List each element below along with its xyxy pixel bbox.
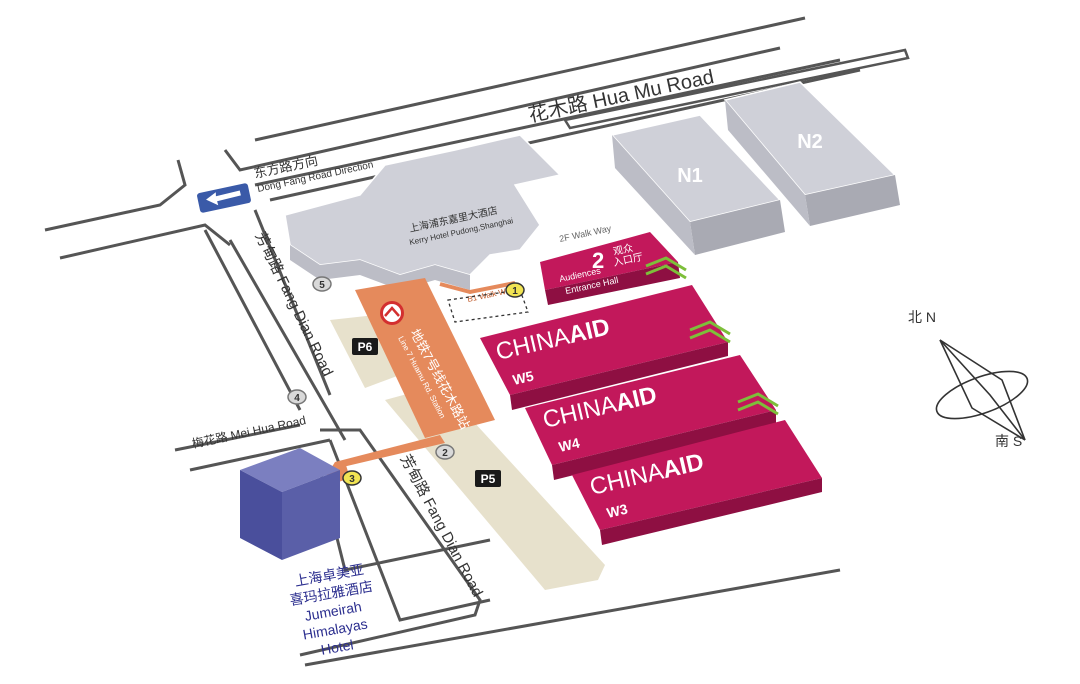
kerry-hotel-building [284, 134, 562, 290]
compass-icon [935, 339, 1029, 441]
building-n2-label: N2 [797, 131, 823, 153]
svg-text:2: 2 [442, 448, 448, 459]
exit-marker-3: 3 [342, 470, 362, 486]
building-n2: N2 [723, 81, 900, 226]
exit-marker-2: 2 [435, 444, 455, 460]
metro-logo-icon [380, 301, 404, 325]
exit-marker-5: 5 [312, 276, 332, 292]
hall-w3: CHINAAID W3 [572, 420, 822, 545]
direction-arrow-icon [197, 183, 251, 213]
building-n1-label: N1 [677, 165, 703, 187]
compass-north-label: 北 N [908, 309, 936, 325]
road-label-mei-hua: 梅花路 Mei Hua Road [191, 412, 308, 451]
svg-text:Hotel: Hotel [320, 636, 355, 657]
hall-w5: CHINAAID W5 [480, 285, 728, 410]
svg-text:5: 5 [319, 280, 325, 291]
compass-south-label: 南 S [995, 433, 1022, 449]
hall-w3-id: W3 [605, 501, 629, 521]
entrance-cn-line1: 观众 [612, 242, 634, 258]
svg-text:1: 1 [512, 286, 518, 297]
svg-text:4: 4 [294, 393, 300, 404]
jumeirah-hotel-building [240, 448, 340, 560]
hall-w4: CHINAAID W4 [525, 355, 776, 480]
parking-badge-p5: P5 [475, 470, 501, 487]
jumeirah-hotel-label: 上海卓美亚 喜玛拉雅酒店 Jumeirah Himalayas Hotel [288, 561, 374, 658]
green-chevron-icon [645, 256, 779, 416]
parking-badge-p6: P6 [352, 338, 378, 355]
svg-text:P5: P5 [481, 472, 496, 486]
exit-marker-4: 4 [287, 389, 307, 405]
building-n1: N1 [610, 114, 785, 255]
svg-text:P6: P6 [358, 340, 373, 354]
hall-w4-id: W4 [557, 435, 581, 455]
walkway-2f-label: 2F Walk Way [558, 223, 612, 244]
exit-marker-1: 1 [505, 282, 525, 298]
entrance-number: 2 [592, 248, 604, 273]
b1-dotted-zone [447, 289, 529, 323]
hall-w5-id: W5 [511, 368, 535, 388]
svg-text:3: 3 [349, 474, 355, 485]
